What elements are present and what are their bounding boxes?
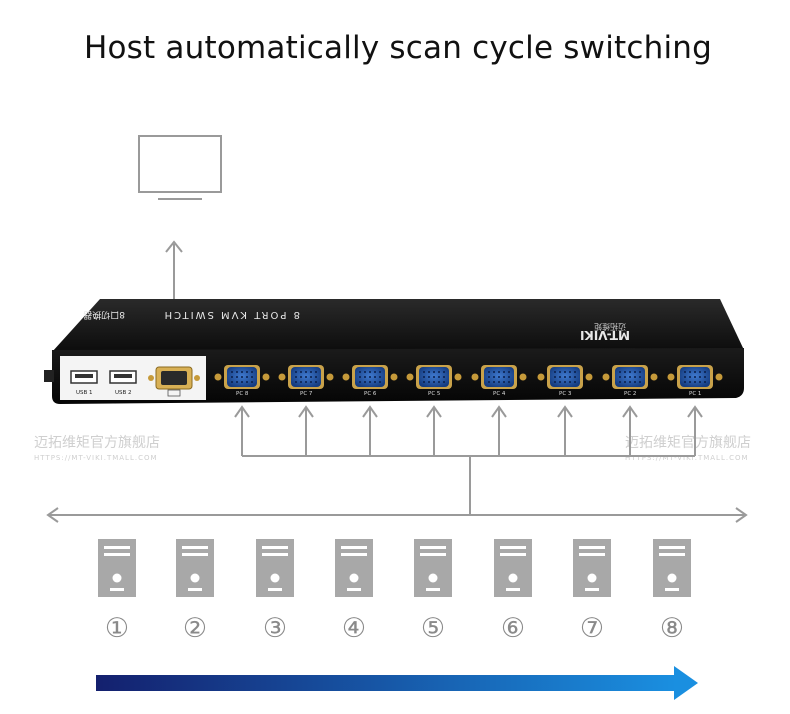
port-up-arrow: [426, 405, 442, 456]
watermark-left: 迈拓维矩官方旗舰店 HTTPS://MT-VIKI.TMALL.COM: [34, 432, 160, 462]
port-up-arrow: [234, 405, 250, 456]
watermark-line1: 迈拓维矩官方旗舰店: [34, 435, 160, 451]
device-top-label: 8 PORT KVM SWITCH: [163, 309, 300, 320]
port-up-arrow: [557, 405, 573, 456]
pc-port-label: PC 4: [493, 391, 506, 397]
pc-vga-port: PC 8: [214, 365, 270, 397]
watermark-right: 迈拓维矩官方旗舰店 HTTPS://MT-VIKI.TMALL.COM: [625, 432, 751, 462]
pc-ports: PC 8 PC 7 PC 6 PC 5 PC 4 PC 3 PC 2 PC 1: [214, 365, 723, 397]
computer-number: ⑦: [580, 613, 604, 644]
computer-number: ③: [263, 613, 287, 644]
pc-port-label: PC 7: [300, 391, 313, 397]
watermark-line1: 迈拓维矩官方旗舰店: [625, 435, 751, 451]
pc-port-label: PC 1: [689, 391, 701, 397]
port-up-arrow: [298, 405, 314, 456]
pc-port-label: PC 5: [428, 391, 441, 397]
pc-vga-port: PC 6: [342, 365, 398, 397]
computer-row: ① ② ③ ④ ⑤ ⑥ ⑦ ⑧: [98, 539, 691, 644]
pc-port-label: PC 2: [624, 391, 636, 397]
desktop-tower-icon: [573, 539, 611, 597]
port-up-arrow: [491, 405, 507, 456]
desktop-tower-icon: [98, 539, 136, 597]
kvm-switch: 8 PORT KVM SWITCH 8口切换器 MT-VIKI 迈拓维矩 USB…: [44, 299, 744, 404]
usb-port-label: USB 1: [76, 390, 93, 396]
port-arrows: [234, 405, 703, 457]
device-top-label-cn: 8口切换器: [83, 309, 125, 321]
usb-port-2: USB 2: [109, 370, 137, 396]
distribution-arrow: [46, 456, 748, 523]
computer-number: ⑥: [501, 613, 525, 644]
computer-number: ④: [342, 613, 366, 644]
pc-vga-port: PC 3: [537, 365, 593, 397]
device-brand-cn: 迈拓维矩: [594, 322, 626, 332]
usb-port-label: USB 2: [115, 390, 132, 396]
port-up-arrow: [687, 405, 703, 456]
watermark-line2: HTTPS://MT-VIKI.TMALL.COM: [34, 454, 158, 462]
port-up-arrow: [622, 405, 638, 456]
port-up-arrow: [362, 405, 378, 456]
pc-vga-port: PC 7: [278, 365, 334, 397]
desktop-tower-icon: [414, 539, 452, 597]
desktop-tower-icon: [256, 539, 294, 597]
pc-port-label: PC 8: [236, 391, 249, 397]
pc-vga-port: PC 5: [406, 365, 462, 397]
pc-vga-port: PC 2: [602, 365, 658, 397]
pc-vga-port: PC 4: [471, 365, 527, 397]
desktop-tower-icon: [335, 539, 373, 597]
pc-vga-port: PC 1: [667, 365, 723, 397]
watermark-line2: HTTPS://MT-VIKI.TMALL.COM: [625, 454, 749, 462]
pc-port-label: PC 6: [364, 391, 377, 397]
device-brand: MT-VIKI: [580, 328, 630, 342]
host-vga-port: [148, 366, 200, 397]
monitor-icon: [138, 135, 222, 200]
computer-number: ⑤: [421, 613, 445, 644]
usb-port-1: USB 1: [70, 370, 98, 396]
desktop-tower-icon: [653, 539, 691, 597]
computer-number: ①: [105, 613, 129, 644]
desktop-tower-icon: [176, 539, 214, 597]
computer-number: ⑧: [660, 613, 684, 644]
desktop-tower-icon: [494, 539, 532, 597]
computer-number: ②: [183, 613, 207, 644]
page-title: Host automatically scan cycle switching: [84, 30, 712, 66]
right-arrow-icon: [96, 666, 698, 700]
pc-port-label: PC 3: [559, 391, 572, 397]
